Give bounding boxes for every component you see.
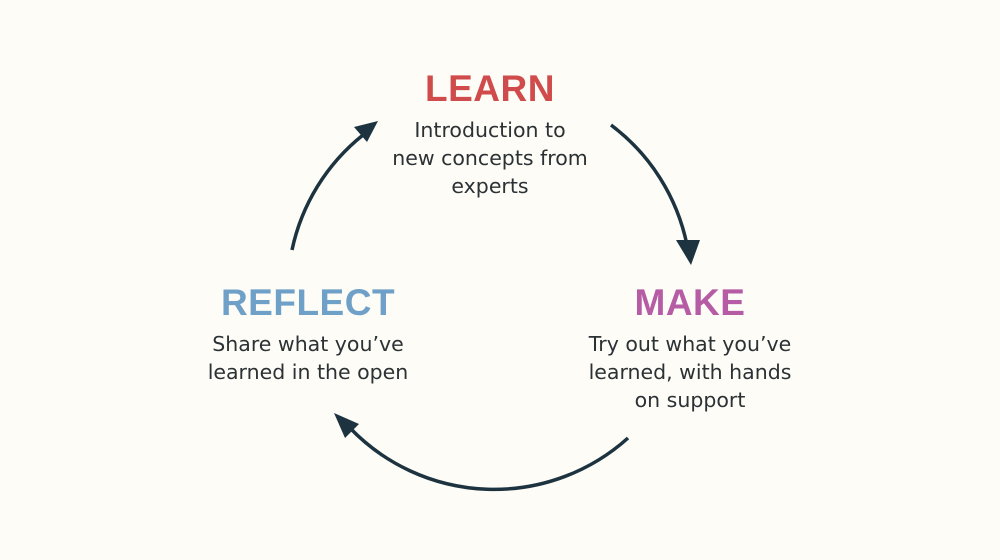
stage-title-learn: LEARN [425,68,555,109]
arrow-learn-to-make [609,123,700,265]
stage-title-reflect: REFLECT [220,282,396,323]
stage-description-learn: Introduction to new concepts from expert… [340,116,640,200]
stage-title-make: MAKE [634,282,746,323]
stage-description-reflect: Share what you’ve learned in the open [158,330,458,386]
description-line: learned in the open [207,360,409,384]
stage-reflect: REFLECT Share what you’ve learned in the… [158,282,458,386]
description-line: learned, with hands [588,360,792,384]
description-line: Share what you’ve [212,332,404,356]
arrow-reflect-to-learn [290,121,378,251]
stage-learn: LEARN Introduction to new concepts from … [340,68,640,200]
description-line: Try out what you’ve [588,332,792,356]
description-line: experts [451,174,529,198]
stage-description-make: Try out what you’ve learned, with hands … [540,330,840,414]
description-line: on support [634,388,746,412]
stage-make: MAKE Try out what you’ve learned, with h… [540,282,840,414]
description-line: new concepts from [392,146,588,170]
arrow-make-to-reflect [334,413,630,492]
description-line: Introduction to [414,118,566,142]
